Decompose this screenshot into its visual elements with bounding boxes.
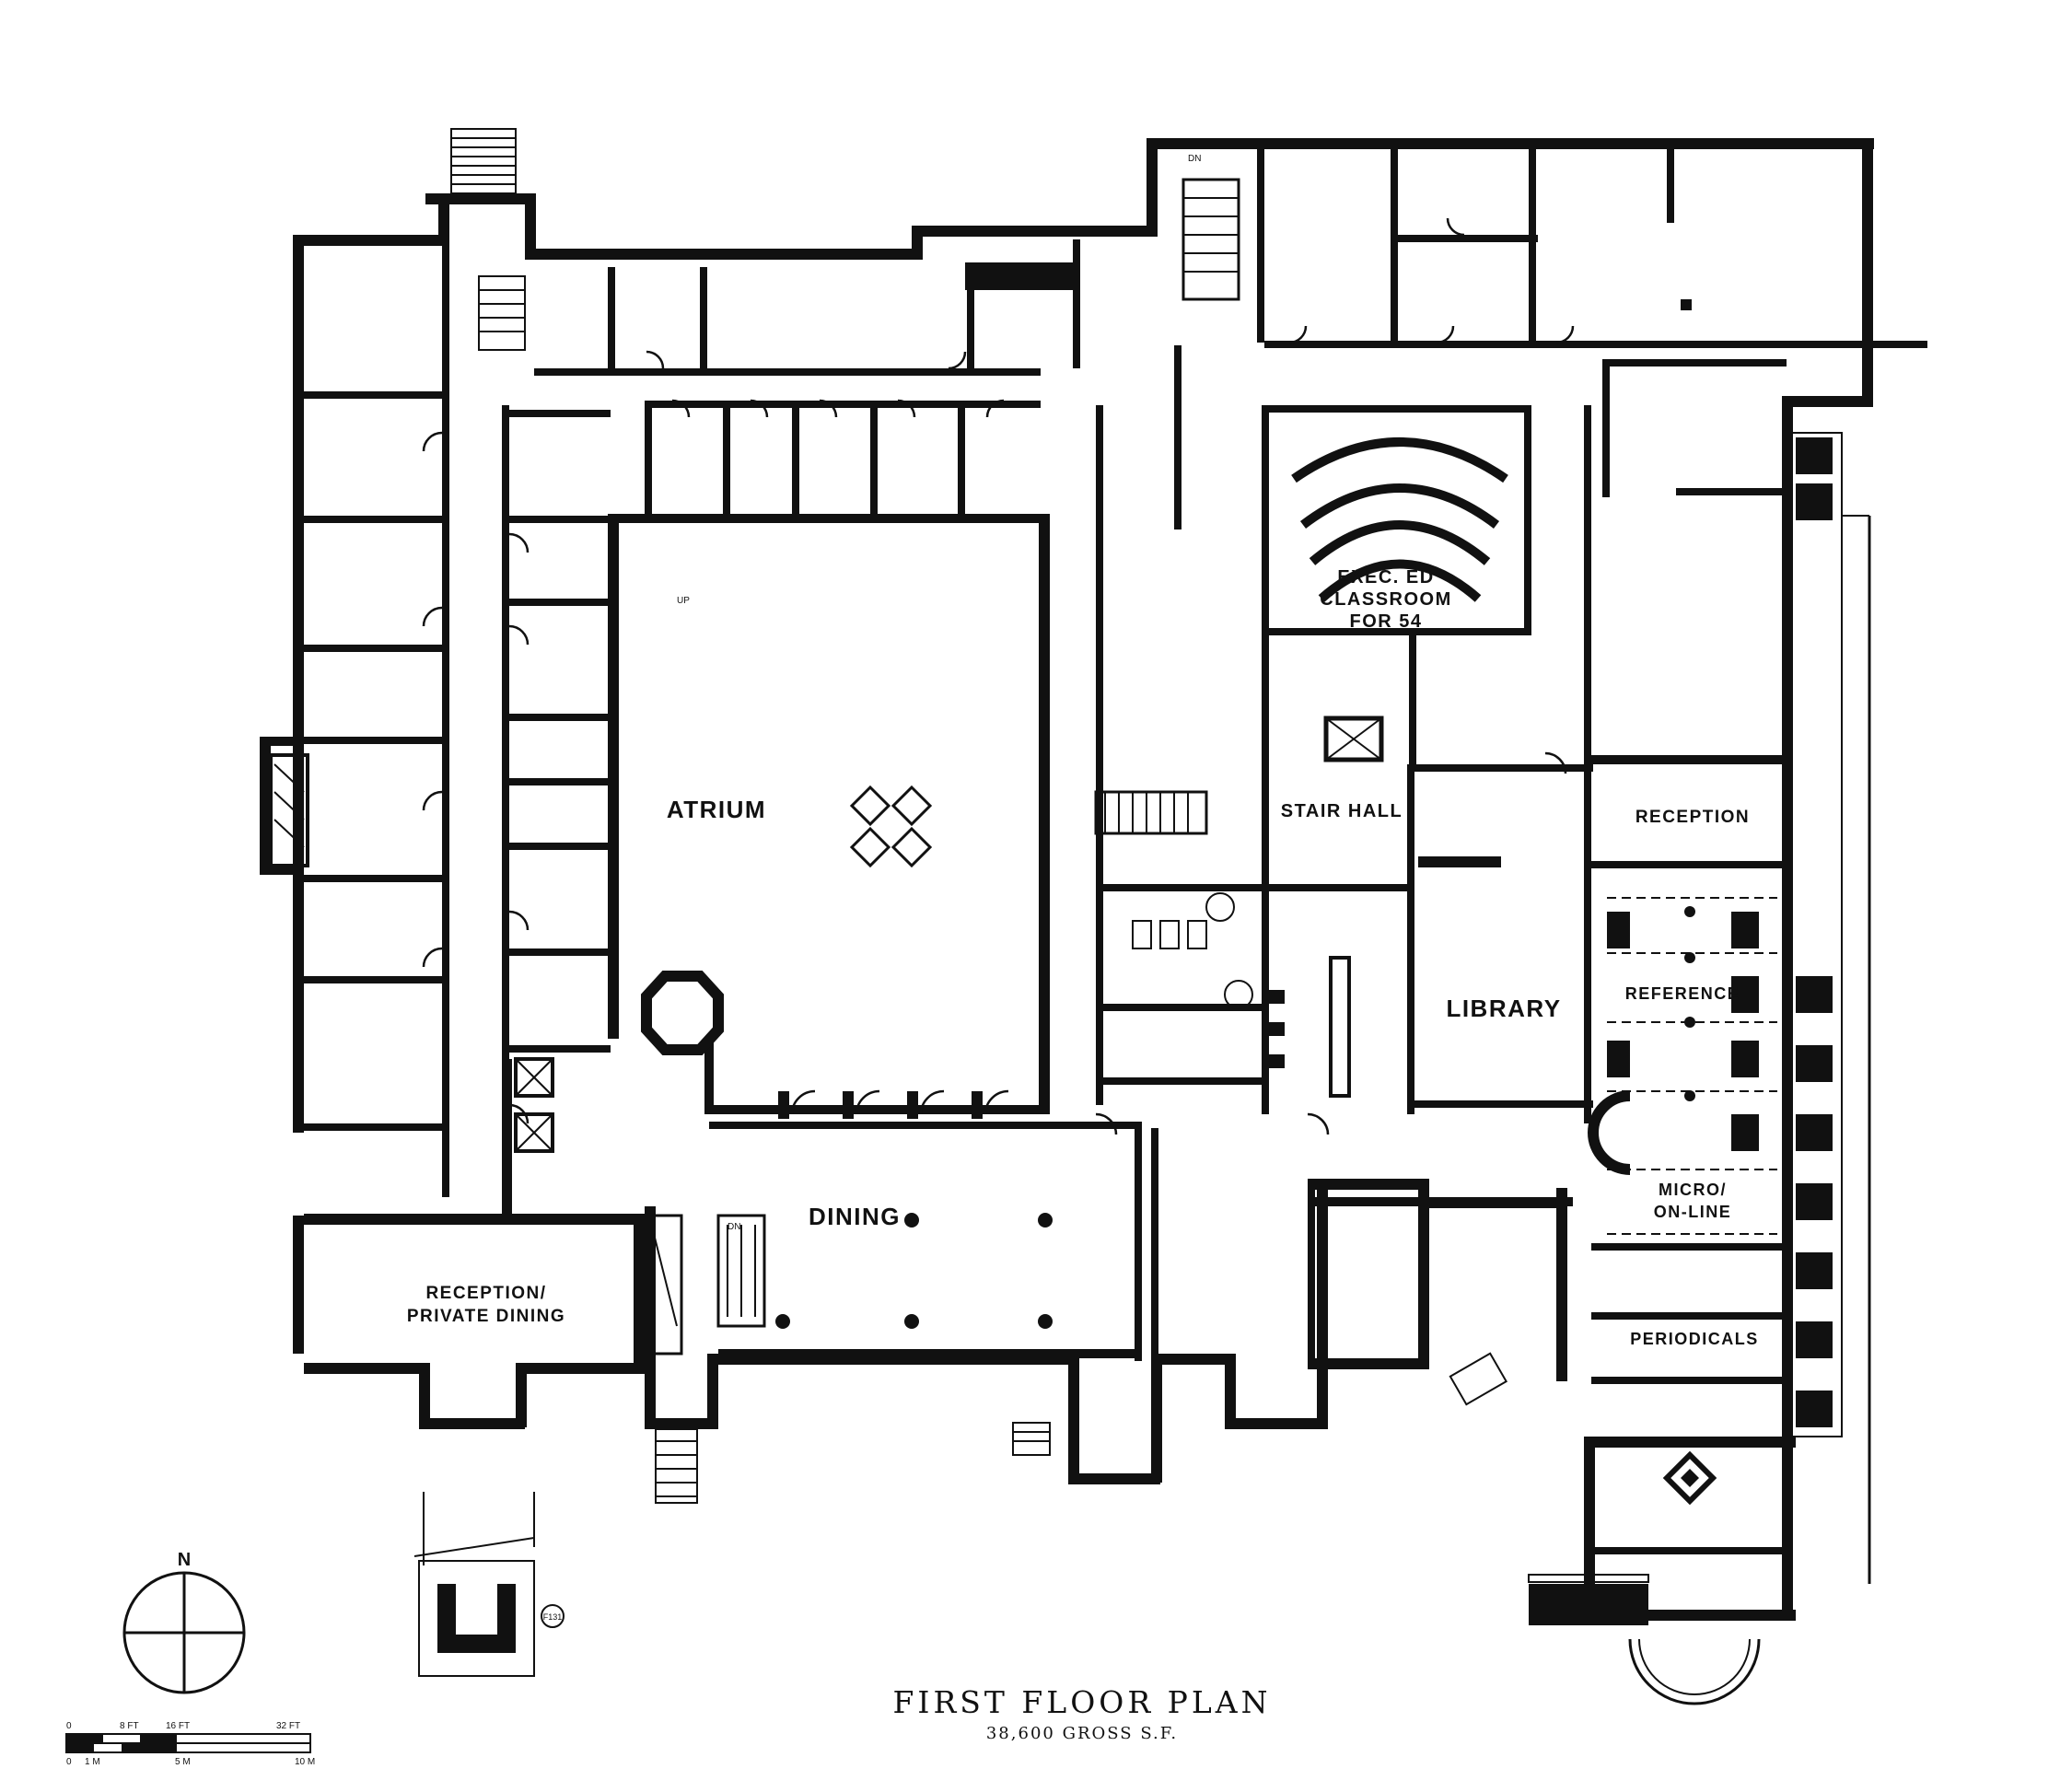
- scale-m-1: 1 M: [85, 1757, 100, 1767]
- label-exec-ed-1: EXEC. ED: [1337, 567, 1434, 588]
- label-periodicals: PERIODICALS: [1630, 1330, 1759, 1348]
- label-reception-private-1: RECEPTION/: [425, 1284, 546, 1303]
- core-walls: [1094, 405, 1593, 1123]
- label-stair-hall: STAIR HALL: [1281, 801, 1403, 821]
- scale-m-0: 0: [66, 1757, 72, 1767]
- label-dining: DINING: [809, 1203, 901, 1230]
- scale-m-10: 10 M: [295, 1757, 315, 1767]
- atrium-fountain: [849, 785, 933, 868]
- scale-ft-0: 0: [66, 1721, 72, 1731]
- east-library-wing: [1588, 755, 1785, 1554]
- dining-area: [709, 1122, 1573, 1363]
- exec-ed-classroom: [1262, 405, 1531, 635]
- west-projection-stair: [269, 753, 309, 867]
- label-reference: REFERENCE: [1625, 984, 1740, 1003]
- plan-subtitle: 38,600 GROSS S.F.: [986, 1724, 1178, 1743]
- se-entrance: [1012, 1352, 1761, 1705]
- core-doors: [1095, 751, 1567, 1135]
- plan-title: FIRST FLOOR PLAN: [893, 1684, 1272, 1720]
- scale-ft-8: 8 FT: [120, 1721, 139, 1731]
- north-rooms: [534, 239, 1080, 520]
- site-tag: F131: [543, 1612, 563, 1622]
- ne-doors: [1288, 217, 1575, 344]
- label-micro-1: MICRO/: [1659, 1181, 1727, 1199]
- scale-m-5: 5 M: [175, 1757, 191, 1767]
- sw-service: [505, 1057, 698, 1504]
- stair-markers: DN DN UP: [677, 154, 1201, 1232]
- north-label: N: [178, 1550, 191, 1570]
- atrium-south-piers: [778, 1091, 983, 1119]
- west-wing-rooms: [293, 239, 611, 1216]
- north-arrow: N: [122, 1550, 246, 1694]
- nw-stair: [450, 128, 526, 351]
- label-exec-ed-3: FOR 54: [1349, 611, 1422, 632]
- dn-marker-dining: DN: [728, 1222, 740, 1232]
- label-exec-ed-2: CLASSROOM: [1320, 589, 1452, 610]
- up-marker: UP: [677, 596, 690, 606]
- ne-block: [1174, 149, 1927, 529]
- room-labels: ATRIUM DINING RECEPTION/ PRIVATE DINING …: [407, 567, 1759, 1348]
- bay-window: [641, 971, 724, 1055]
- label-library: LIBRARY: [1446, 995, 1561, 1022]
- dn-marker: DN: [1188, 154, 1201, 164]
- west-wing-doors: [422, 431, 530, 1124]
- label-reception: RECEPTION: [1635, 808, 1750, 827]
- label-reception-private-2: PRIVATE DINING: [407, 1307, 565, 1326]
- east-terrace: [1790, 432, 1871, 1584]
- scale-ft-16: 16 FT: [166, 1721, 190, 1731]
- scale-ft-32: 32 FT: [276, 1721, 300, 1731]
- north-doors: [646, 350, 1005, 418]
- atrium-doors: [790, 1089, 1009, 1115]
- atrium-walls: [608, 514, 1050, 1114]
- label-atrium: ATRIUM: [667, 796, 766, 823]
- site-marker: F131: [413, 1492, 565, 1677]
- scale-bar: 0 8 FT 16 FT 32 FT 0 1 M 5 M 10 M: [65, 1721, 315, 1767]
- label-micro-2: ON-LINE: [1654, 1203, 1732, 1221]
